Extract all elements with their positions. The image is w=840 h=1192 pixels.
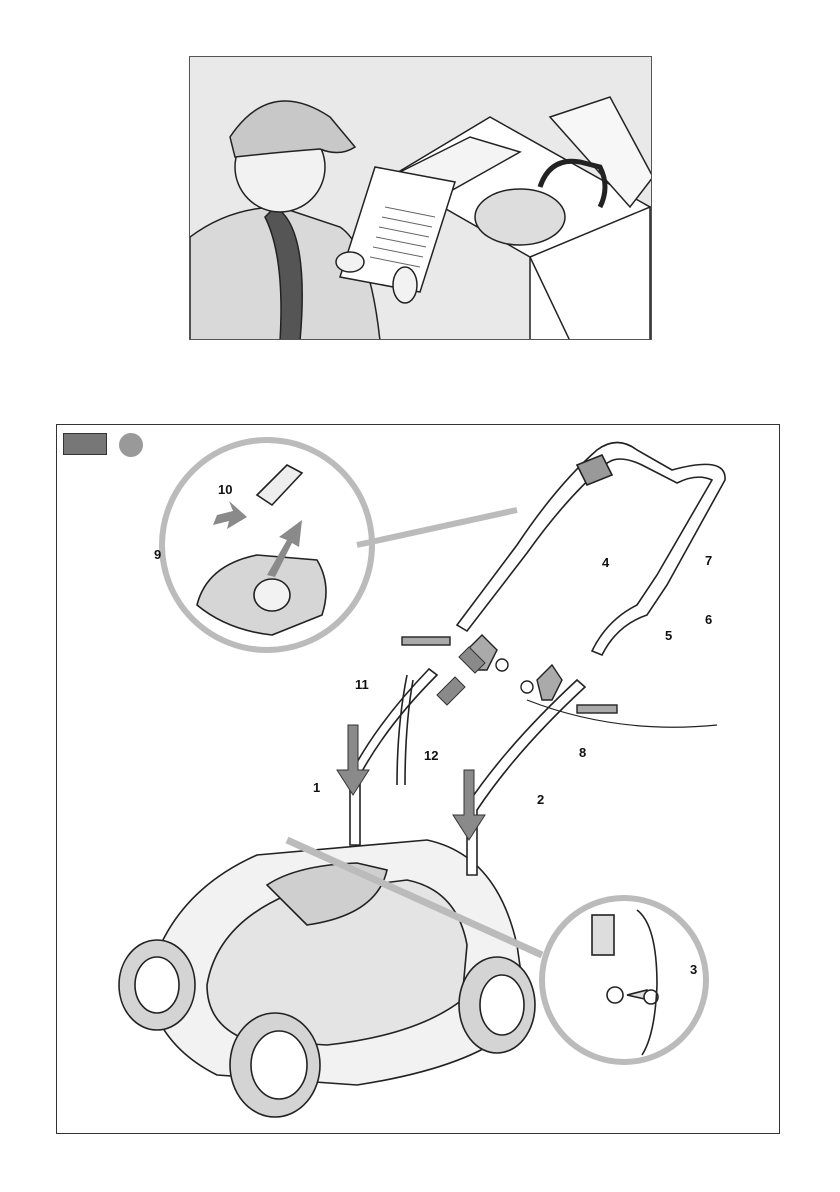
unboxing-drawing	[190, 57, 652, 340]
callout-1: 1	[313, 780, 320, 795]
callout-7: 7	[705, 553, 712, 568]
assembly-drawing	[57, 425, 780, 1134]
screw-detail-magnifier	[542, 898, 706, 1062]
upper-handle	[457, 443, 725, 656]
callout-6: 6	[705, 612, 712, 627]
unboxing-illustration	[189, 56, 652, 340]
callout-2: 2	[537, 792, 544, 807]
callout-4: 4	[602, 555, 609, 570]
callout-3: 3	[690, 962, 697, 977]
callout-5: 5	[665, 628, 672, 643]
callout-9: 9	[154, 547, 161, 562]
callout-12: 12	[424, 748, 438, 763]
power-cable	[397, 675, 413, 785]
callout-8: 8	[579, 745, 586, 760]
callout-10: 10	[218, 482, 232, 497]
person-drawing	[190, 101, 455, 340]
callout-11: 11	[355, 677, 369, 692]
mower-body	[147, 840, 527, 1085]
assembly-illustration: 10 9 4 7 6 5 11 12 8 1 2 3	[56, 424, 780, 1134]
